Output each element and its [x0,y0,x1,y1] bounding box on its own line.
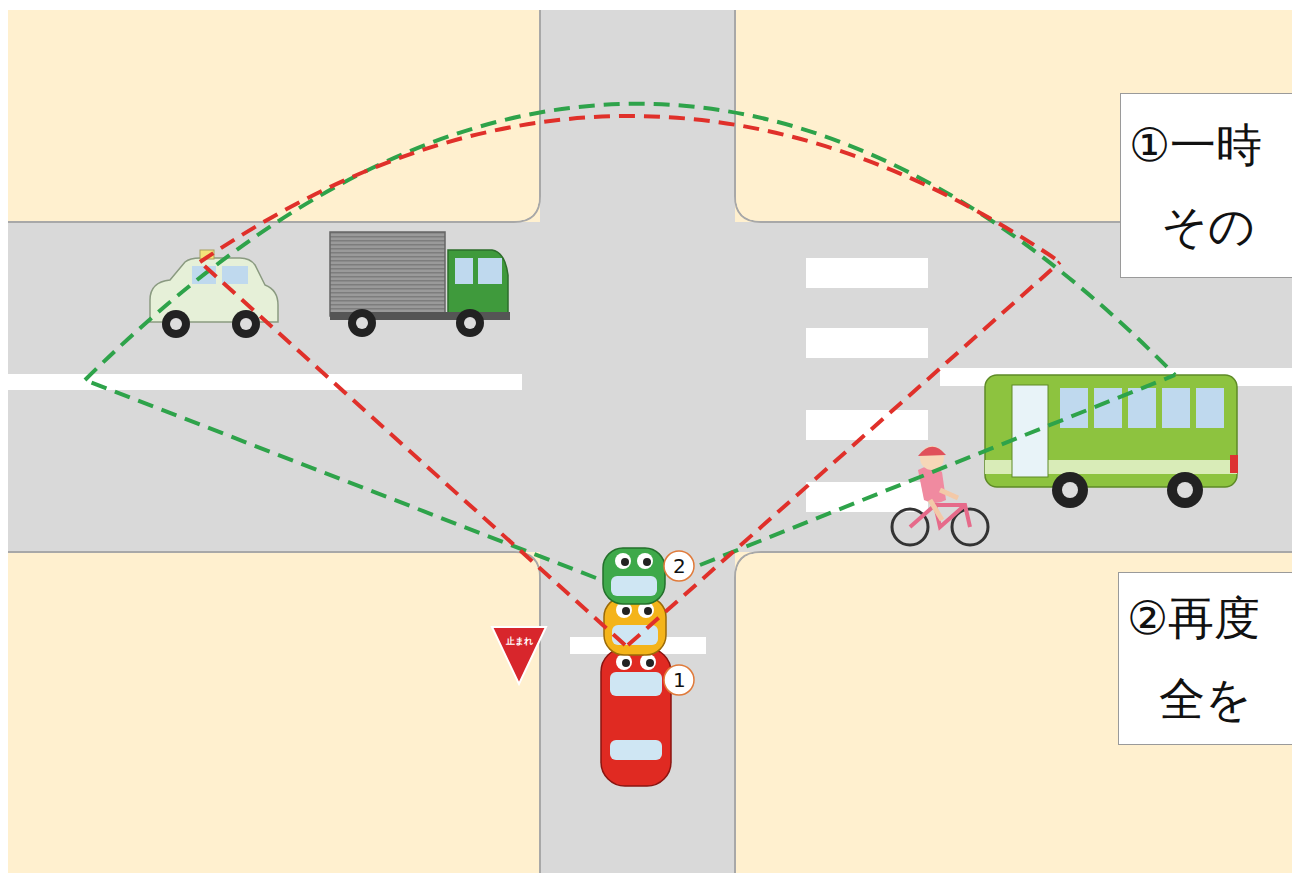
corner-blocks [8,10,1292,873]
kerb-lines [8,10,1292,873]
callout-circle [664,665,694,695]
center-line [8,374,522,390]
yellow-car [604,597,666,655]
callout-number: 1 [673,670,686,690]
instruction-text: ①一時 その [1129,105,1276,266]
bus [985,375,1238,508]
ground [8,10,1292,873]
crosswalk [806,258,928,512]
instruction-box: ②再度 全を [1118,572,1292,745]
instruction-text: ②再度 全を [1127,578,1274,739]
vertical-road [540,10,735,873]
callout-number: 2 [673,556,686,576]
callout-circle [664,551,694,581]
stop-sign [492,627,546,684]
cyclist [892,446,988,545]
red-car [601,648,671,786]
stop-sign-text: 止まれ [506,637,533,646]
sight-cones [85,104,1175,645]
green-car [603,548,665,604]
truck [330,232,510,337]
instruction-box: ①一時 その [1120,93,1292,278]
taxi [150,250,278,338]
